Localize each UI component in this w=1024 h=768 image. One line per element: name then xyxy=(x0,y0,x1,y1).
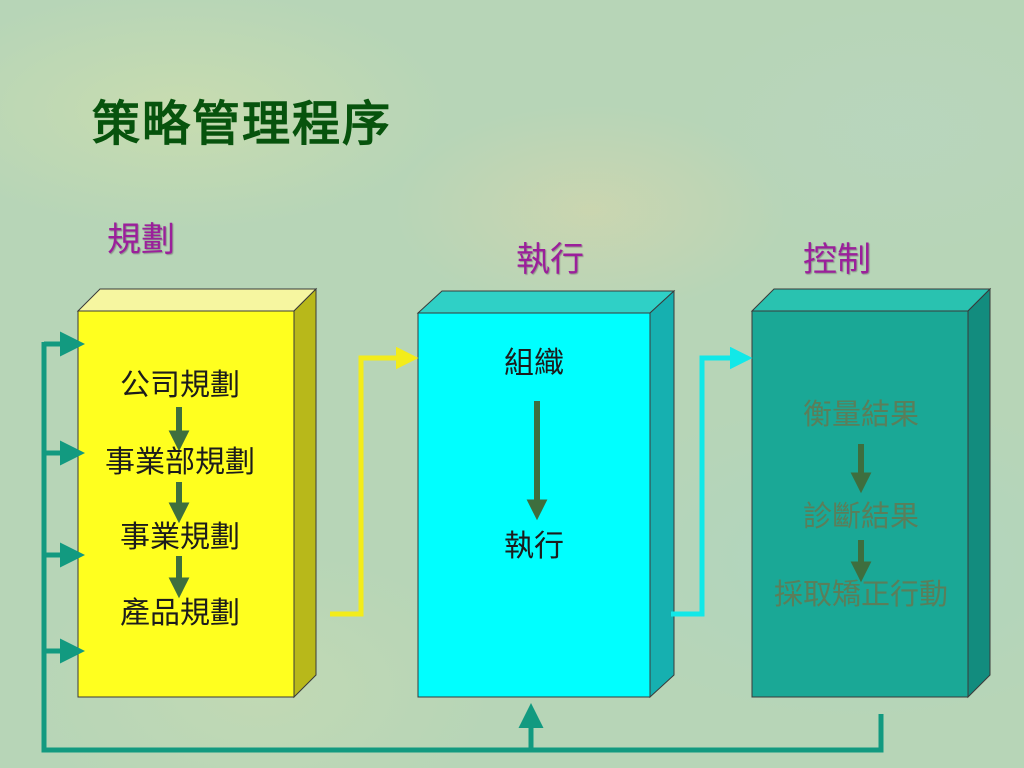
connector-exec-to-control xyxy=(671,346,753,617)
control-step-diagnose: 診斷結果 xyxy=(802,499,919,533)
stage-label-control: 控制 xyxy=(803,240,871,280)
feedback-loop xyxy=(41,331,884,753)
execution-step-organize: 組織 xyxy=(504,346,564,381)
planning-step-division: 事業部規劃 xyxy=(105,445,255,480)
control-step-measure: 衡量結果 xyxy=(802,397,919,431)
control-box xyxy=(750,287,992,699)
control-step-correct: 採取矯正行動 xyxy=(773,577,948,611)
planning-box xyxy=(76,287,318,699)
connector-plan-to-exec xyxy=(330,346,419,617)
planning-step-corporate: 公司規劃 xyxy=(120,368,240,403)
execution-step-execute: 執行 xyxy=(504,529,564,564)
stage-label-plan: 規劃 xyxy=(107,220,175,260)
planning-step-product: 產品規劃 xyxy=(120,596,240,631)
planning-step-business: 事業規劃 xyxy=(120,520,240,555)
page-title: 策略管理程序 xyxy=(92,96,393,152)
stage-label-execute: 執行 xyxy=(516,240,584,280)
